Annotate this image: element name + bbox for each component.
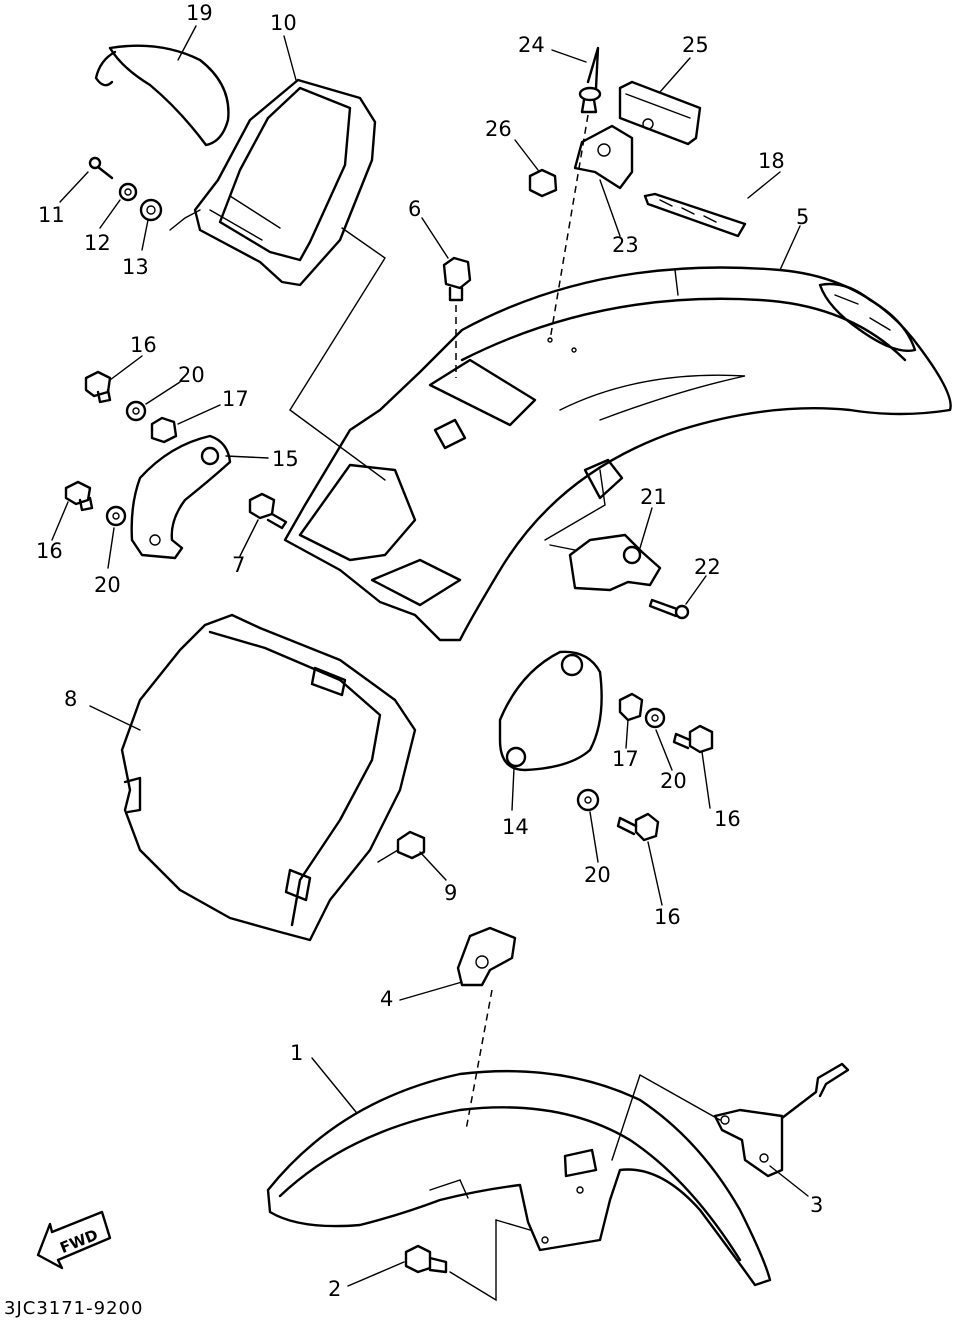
- part-16b-bolt: [64, 480, 94, 512]
- part-20d-washer: [576, 788, 600, 812]
- part-9-bolt: [377, 830, 426, 863]
- callout-18: 18: [758, 149, 785, 173]
- part-14-cover: [498, 650, 603, 772]
- callout-9: 9: [444, 881, 457, 905]
- callout-10: 10: [270, 11, 297, 35]
- callout-24: 24: [518, 33, 545, 57]
- part-3-stay: [713, 1062, 850, 1178]
- part-17b-nut: [618, 692, 644, 722]
- callout-20-d: 20: [584, 863, 611, 887]
- part-20b-washer: [105, 505, 127, 527]
- part-6-bolt: [442, 256, 472, 378]
- callout-16-d: 16: [654, 905, 681, 929]
- part-12-washer: [118, 182, 138, 202]
- callout-7: 7: [232, 553, 245, 577]
- part-11-screw: [88, 156, 114, 180]
- part-22-screw: [648, 598, 690, 620]
- part-2-bolt: [404, 1244, 448, 1274]
- callout-20-c: 20: [660, 769, 687, 793]
- part-16a-bolt: [84, 370, 112, 404]
- part-16c-bolt: [672, 724, 714, 754]
- part-1-front-fender: [266, 1069, 772, 1287]
- part-24-pin: [578, 46, 602, 114]
- fwd-arrow-icon: FWD: [36, 1210, 112, 1270]
- callout-6: 6: [408, 197, 421, 221]
- part-16d-bolt: [616, 812, 660, 842]
- part-13-washer: [139, 198, 163, 222]
- diagram-code: 3JC3171-9200: [4, 1298, 143, 1319]
- leader-11-13-to-10: [169, 209, 201, 231]
- part-23-bracket: [573, 118, 654, 190]
- callout-26: 26: [485, 117, 512, 141]
- part-26-nut: [528, 168, 558, 198]
- callout-17-b: 17: [612, 747, 639, 771]
- callout-3: 3: [810, 1193, 823, 1217]
- callout-21: 21: [640, 485, 667, 509]
- part-20c-washer: [644, 707, 666, 729]
- part-25-reflector: [618, 80, 702, 146]
- callout-numbers: 19 10 24 25 26 18 23 5 6 11 12 13 16 20 …: [36, 1, 823, 1301]
- callout-1: 1: [290, 1041, 303, 1065]
- part-21-bracket: [549, 533, 662, 592]
- callout-13: 13: [122, 255, 149, 279]
- callout-8: 8: [64, 687, 77, 711]
- callout-19: 19: [186, 1, 213, 25]
- part-7-bolt: [248, 492, 288, 530]
- callout-15: 15: [272, 447, 299, 471]
- callout-16-b: 16: [36, 539, 63, 563]
- callout-17-a: 17: [222, 387, 249, 411]
- part-20a-washer: [125, 400, 147, 422]
- part-17a-nut: [150, 416, 178, 444]
- callout-11: 11: [38, 203, 65, 227]
- callout-14: 14: [502, 815, 529, 839]
- callout-4: 4: [380, 987, 393, 1011]
- callout-25: 25: [682, 33, 709, 57]
- dash-24-to-fender: [549, 114, 589, 341]
- part-4-bracket: [456, 926, 517, 987]
- callout-20-b: 20: [94, 573, 121, 597]
- callout-2: 2: [328, 1277, 341, 1301]
- part-15-bracket: [130, 434, 232, 560]
- part-10-housing: [193, 78, 377, 287]
- callout-20-a: 20: [178, 363, 205, 387]
- callout-16-c: 16: [714, 807, 741, 831]
- part-18-emblem: [643, 192, 747, 238]
- callout-5: 5: [796, 205, 809, 229]
- part-8-inner-fender: [120, 613, 417, 942]
- part-19-wire-band: [94, 44, 230, 147]
- callout-23: 23: [612, 233, 639, 257]
- leader-lines: [51, 25, 809, 1302]
- callout-22: 22: [694, 555, 721, 579]
- part-5-rear-fender: [283, 266, 952, 642]
- callout-12: 12: [84, 231, 111, 255]
- callout-16-a: 16: [130, 333, 157, 357]
